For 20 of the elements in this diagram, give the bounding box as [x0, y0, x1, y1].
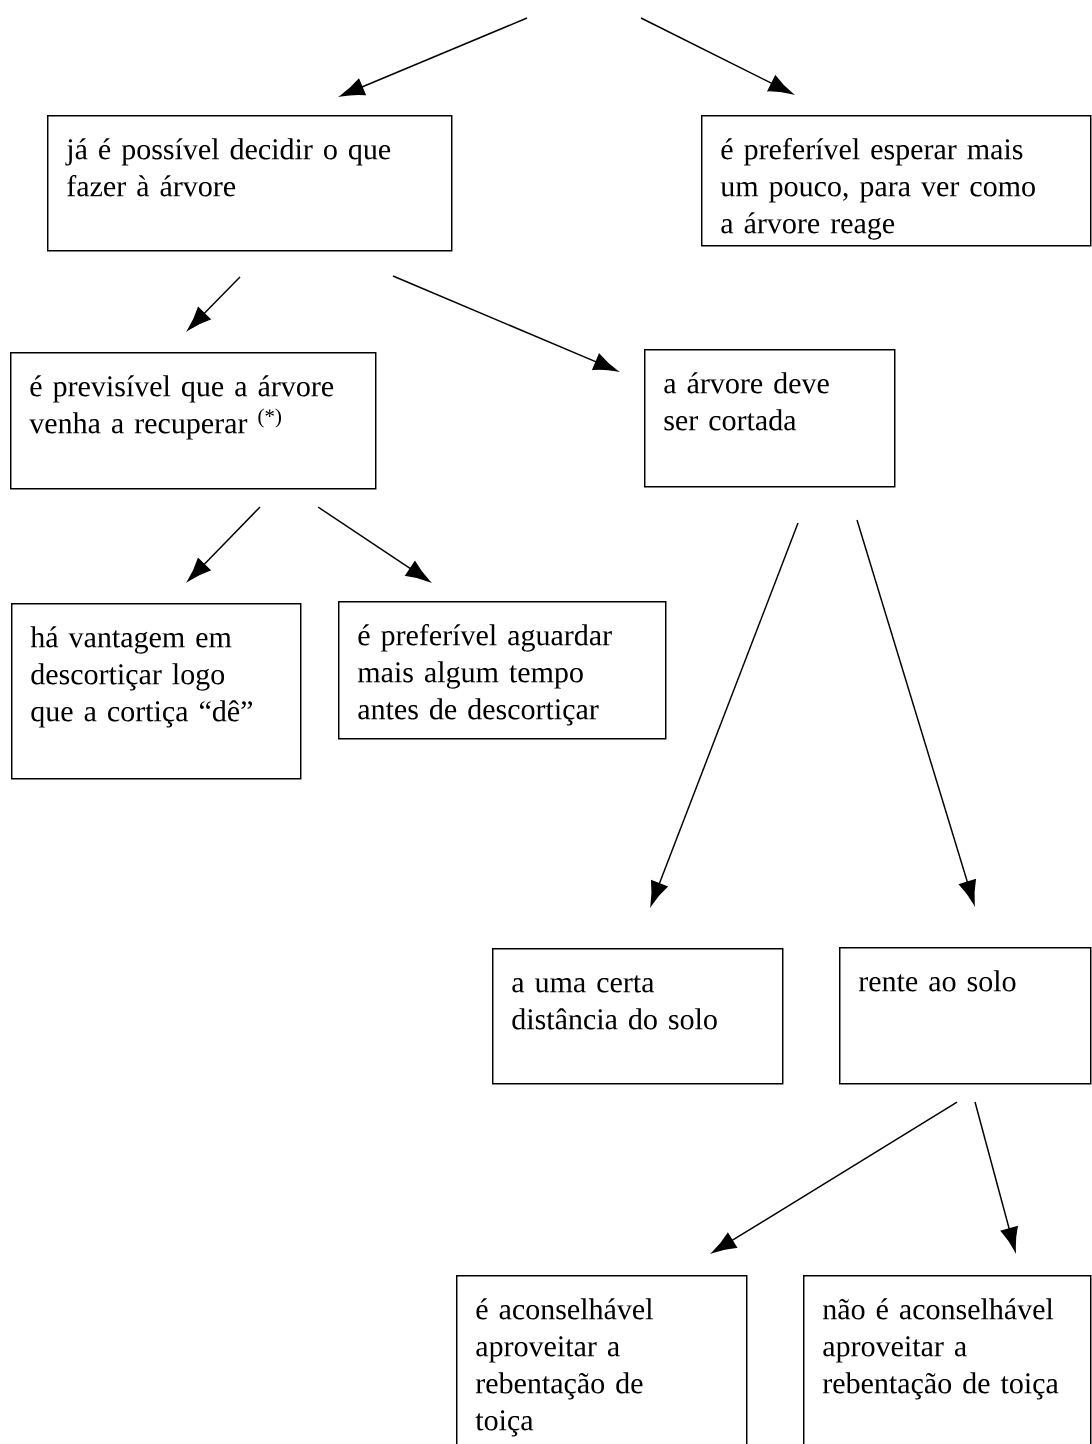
arrow: [392, 275, 618, 372]
text-box: é preferível aguardar mais algum tempo antes de descortiçar: [338, 601, 667, 740]
text-box: há vantagem em descortiçar logo que a cortiça “dê”: [11, 603, 302, 780]
arrow: [650, 522, 799, 906]
arrow: [856, 519, 976, 905]
text-box: é previsível que a árvore venha a recuperar $^{(*)}$: [10, 352, 377, 490]
text-box: já é possível decidir o que fazer à árvore: [47, 115, 453, 252]
arrow: [640, 17, 793, 95]
arrow: [317, 506, 431, 582]
text-box: é preferível esperar mais um pouco, para ver como a árvore reage: [701, 115, 1092, 247]
arrow: [974, 1101, 1018, 1252]
text-box: não é aconselhável aproveitar a rebentação de toiça: [803, 1275, 1092, 1444]
text-box: é aconselhável aproveitar a rebentação de toiça: [456, 1275, 748, 1444]
arrow: [187, 506, 261, 582]
text-box: a uma certa distância do solo: [492, 948, 784, 1085]
arrow: [340, 17, 528, 97]
arrow: [712, 1101, 958, 1254]
text-box: rente ao solo: [839, 947, 1092, 1085]
text-box: a árvore deve ser cortada: [644, 349, 896, 488]
arrow: [187, 276, 241, 331]
